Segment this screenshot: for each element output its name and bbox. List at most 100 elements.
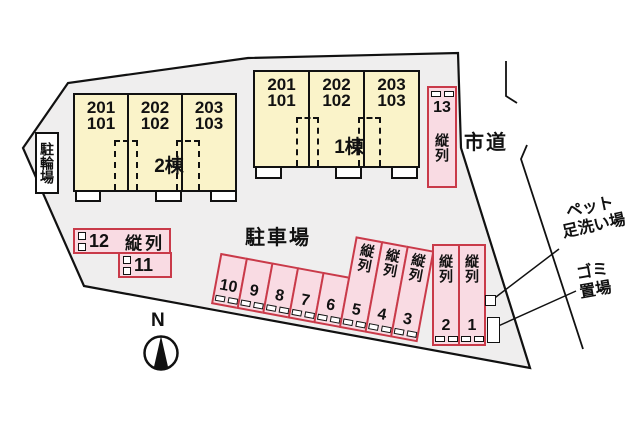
stall-number: 11 bbox=[134, 255, 154, 275]
building-2-unit-1: 201 101 bbox=[75, 95, 127, 190]
wheel-stops-icon bbox=[393, 327, 417, 338]
wheel-stop-dash-icon bbox=[303, 311, 315, 319]
road-edge-lower bbox=[520, 144, 584, 350]
wheel-stop-dash-icon bbox=[316, 313, 328, 322]
tandem-label: 縦列 bbox=[355, 242, 377, 275]
parking-stall-13: 13 縦列 bbox=[427, 86, 457, 188]
unit-number-upper: 203 bbox=[377, 75, 406, 94]
unit-number-upper: 201 bbox=[267, 75, 296, 94]
tandem-label: 縦列 bbox=[125, 233, 166, 253]
stairwell-outline bbox=[296, 117, 319, 166]
bicycle-parking-box: 駐輪場 bbox=[35, 132, 59, 194]
building-2: 201 101 202 102 203 103 2棟 bbox=[73, 93, 237, 192]
wheel-stop-dash-icon bbox=[460, 336, 471, 342]
wheel-stop-dash-icon bbox=[78, 242, 86, 251]
unit-number-lower: 103 bbox=[194, 114, 224, 134]
building-1-unit-3: 203 103 bbox=[363, 72, 418, 166]
tandem-label: 縦列 bbox=[406, 251, 428, 285]
unit-label: 202 102 bbox=[129, 98, 181, 134]
stairwell-outline bbox=[114, 140, 138, 190]
wheel-stops-icon bbox=[434, 336, 458, 342]
stall-number: 5 bbox=[350, 300, 363, 320]
wheel-stop-dash-icon bbox=[430, 91, 441, 97]
wheel-stop-dash-icon bbox=[290, 308, 302, 317]
wheel-stops-icon bbox=[239, 299, 264, 310]
garbage-area-box bbox=[487, 317, 500, 343]
stairwell-outline bbox=[176, 140, 200, 190]
unit-number-lower: 101 bbox=[86, 114, 116, 134]
unit-number-upper: 203 bbox=[194, 98, 224, 117]
wheel-stop-dash-icon bbox=[354, 320, 366, 329]
unit-number-lower: 102 bbox=[322, 91, 351, 111]
unit-label: 202 102 bbox=[310, 76, 363, 111]
stall-number: 6 bbox=[324, 296, 337, 315]
stall-number: 12 bbox=[89, 231, 110, 251]
wheel-stop-dash-icon bbox=[123, 266, 131, 275]
building-1-unit-1: 201 101 bbox=[255, 72, 308, 166]
wheel-stop-dash-icon bbox=[239, 299, 251, 308]
unit-number-lower: 101 bbox=[267, 91, 296, 111]
city-road-label: 市道 bbox=[464, 132, 508, 154]
wheel-stop-dash-icon bbox=[226, 296, 238, 305]
parking-pair: 縦列 2 縦列 1 bbox=[432, 244, 486, 346]
unit-label: 203 103 bbox=[365, 75, 418, 109]
wheel-stop-dash-icon bbox=[405, 330, 417, 338]
compass-north-label: N bbox=[151, 310, 165, 331]
parking-stall-12: 12 縦列 bbox=[73, 228, 171, 254]
stall-number: 1 bbox=[467, 317, 477, 334]
wheel-stop-dash-icon bbox=[473, 336, 484, 342]
compass-needle-icon bbox=[153, 336, 169, 369]
wheel-stop-dash-icon bbox=[367, 323, 379, 331]
wheel-stops-icon bbox=[430, 91, 454, 97]
stall-number: 4 bbox=[375, 305, 388, 324]
bicycle-parking-label: 駐輪場 bbox=[39, 142, 55, 184]
garbage-leader-line bbox=[495, 290, 577, 328]
wheel-stop-dash-icon bbox=[393, 327, 405, 336]
stall-number: 8 bbox=[273, 286, 286, 306]
unit-label: 201 101 bbox=[75, 98, 127, 134]
wheel-stops-icon bbox=[123, 255, 131, 275]
stall-number: 2 bbox=[441, 317, 451, 334]
stall-number: 10 bbox=[218, 276, 239, 297]
wheel-stop-dash-icon bbox=[265, 304, 277, 312]
wheel-stop-dash-icon bbox=[78, 231, 86, 240]
building-2-unit-3: 203 103 bbox=[181, 95, 235, 190]
spacer bbox=[409, 283, 414, 312]
pet-wash-station-box bbox=[485, 295, 496, 306]
parking-stall-1: 縦列 1 bbox=[458, 244, 486, 346]
road-edge-upper bbox=[505, 61, 518, 104]
wheel-stops-icon bbox=[367, 323, 392, 334]
parking-stall-11: 11 bbox=[118, 252, 172, 278]
wheel-stop-dash-icon bbox=[214, 294, 226, 303]
wheel-stop-dash-icon bbox=[123, 255, 131, 264]
wheel-stops-icon bbox=[460, 336, 484, 342]
unit-number-lower: 102 bbox=[140, 114, 170, 134]
unit-label: 203 103 bbox=[183, 98, 235, 134]
wheel-stop-dash-icon bbox=[278, 306, 290, 315]
wheel-stop-dash-icon bbox=[434, 336, 445, 342]
wheel-stops-icon bbox=[316, 313, 341, 324]
stall-number: 9 bbox=[248, 281, 260, 301]
spacer bbox=[383, 278, 388, 307]
stall-number: 13 bbox=[433, 99, 451, 116]
pet-wash-leader-line bbox=[491, 248, 560, 301]
unit-label: 201 101 bbox=[255, 75, 308, 111]
unit-number-upper: 201 bbox=[86, 98, 116, 117]
wheel-stop-dash-icon bbox=[329, 315, 341, 324]
tandem-label: 縦列 bbox=[464, 254, 480, 284]
wheel-stops-icon bbox=[290, 308, 315, 319]
parking-lot-label: 駐車場 bbox=[245, 227, 311, 249]
stairwell-outline bbox=[358, 117, 381, 166]
building-2-name: 2棟 bbox=[154, 156, 184, 177]
wheel-stop-dash-icon bbox=[380, 325, 392, 334]
wheel-stop-dash-icon bbox=[342, 318, 353, 327]
parking-stall-2: 縦列 2 bbox=[432, 244, 460, 346]
building-1-unit-2: 202 102 bbox=[308, 72, 363, 166]
wheel-stop-dash-icon bbox=[443, 91, 454, 97]
unit-number-upper: 202 bbox=[140, 98, 170, 117]
wheel-stops-icon bbox=[78, 231, 86, 251]
tandem-label: 縦列 bbox=[438, 254, 454, 284]
building-1-name: 1棟 bbox=[334, 137, 364, 158]
wheel-stop-dash-icon bbox=[447, 336, 458, 342]
